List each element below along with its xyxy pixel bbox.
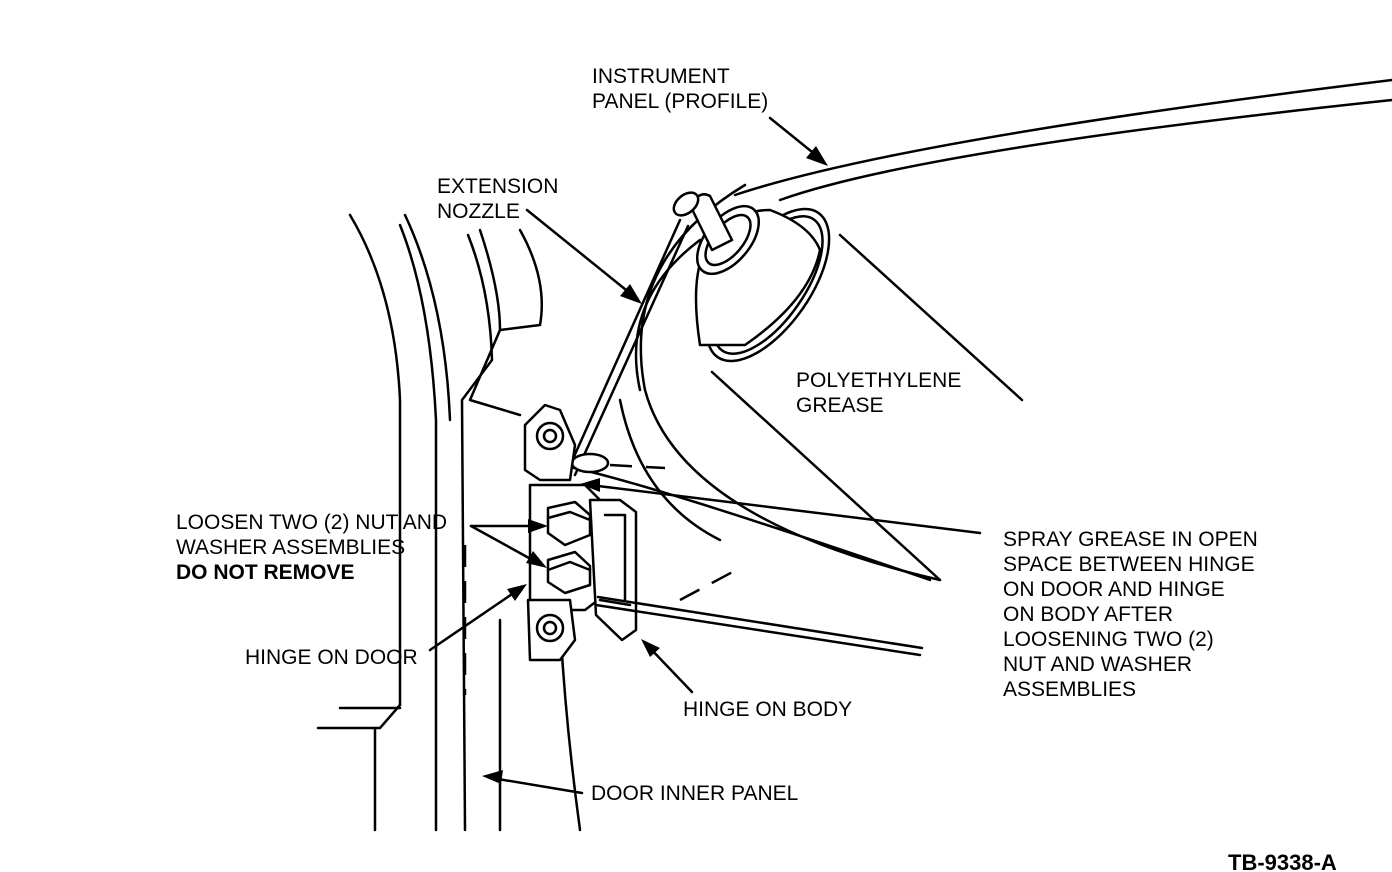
svg-text:NUT AND WASHER: NUT AND WASHER: [1003, 653, 1192, 676]
spray-grease-instruction: SPRAY GREASE IN OPEN SPACE BETWEEN HINGE…: [1003, 528, 1258, 701]
body-pillar-drawing: [558, 183, 942, 582]
svg-text:ON DOOR AND HINGE: ON DOOR AND HINGE: [1003, 578, 1225, 601]
do-not-remove-warning: DO NOT REMOVE: [176, 561, 355, 584]
svg-text:GREASE: GREASE: [796, 394, 884, 417]
instrument-panel-drawing: [733, 78, 1392, 202]
polyethylene-grease-label: POLYETHYLENE GREASE: [796, 369, 961, 417]
svg-text:SPACE BETWEEN HINGE: SPACE BETWEEN HINGE: [1003, 553, 1255, 576]
svg-text:NOZZLE: NOZZLE: [437, 200, 520, 223]
svg-text:LOOSENING TWO (2): LOOSENING TWO (2): [1003, 628, 1214, 651]
svg-text:POLYETHYLENE: POLYETHYLENE: [796, 369, 961, 392]
svg-text:INSTRUMENT: INSTRUMENT: [592, 65, 730, 88]
svg-text:WASHER ASSEMBLIES: WASHER ASSEMBLIES: [176, 536, 405, 559]
grease-can-drawing: [672, 191, 1024, 582]
leader-lines: [428, 116, 982, 795]
svg-text:LOOSEN TWO (2) NUT AND: LOOSEN TWO (2) NUT AND: [176, 511, 447, 534]
svg-text:ASSEMBLIES: ASSEMBLIES: [1003, 678, 1136, 701]
figure-id: TB-9338-A: [1228, 850, 1337, 872]
hinge-on-body-label: HINGE ON BODY: [683, 698, 852, 721]
extension-nozzle-label: EXTENSION NOZZLE: [437, 175, 558, 223]
svg-text:PANEL (PROFILE): PANEL (PROFILE): [592, 90, 768, 113]
door-inner-panel-label: DOOR INNER PANEL: [591, 782, 798, 805]
hinge-on-door-drawing: [523, 403, 602, 662]
loosen-nuts-label: LOOSEN TWO (2) NUT AND WASHER ASSEMBLIES…: [176, 511, 447, 584]
svg-text:ON BODY AFTER: ON BODY AFTER: [1003, 603, 1173, 626]
svg-text:EXTENSION: EXTENSION: [437, 175, 558, 198]
svg-text:SPRAY GREASE IN OPEN: SPRAY GREASE IN OPEN: [1003, 528, 1258, 551]
instrument-panel-label: INSTRUMENT PANEL (PROFILE): [592, 65, 768, 113]
hinge-on-door-label: HINGE ON DOOR: [245, 646, 418, 669]
hinge-on-body-drawing: [463, 498, 924, 695]
